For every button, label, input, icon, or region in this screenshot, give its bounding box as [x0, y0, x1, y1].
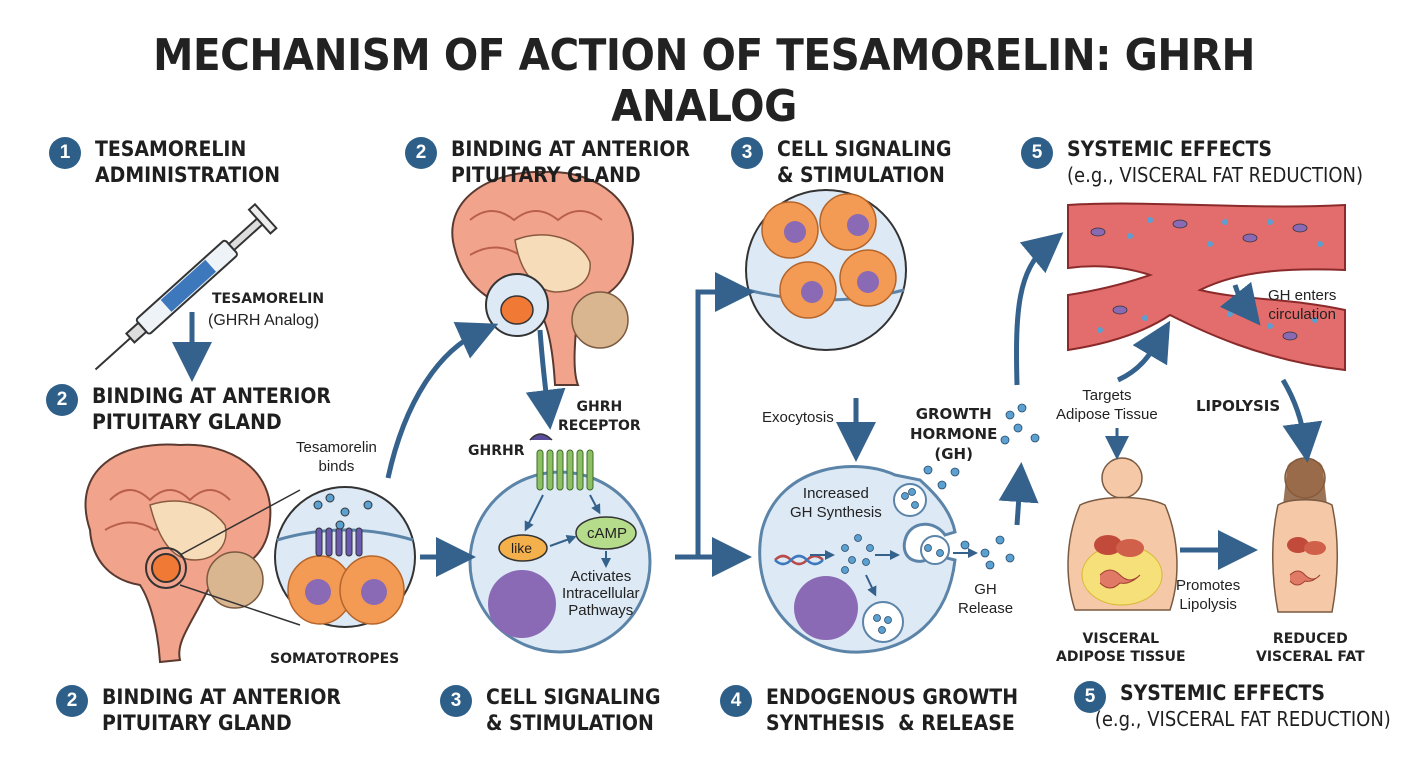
brain-illustration-top — [451, 170, 635, 386]
step-2-binding-top: 2 BINDING AT ANTERIOR PITUITARY GLAND — [405, 136, 717, 188]
step-1-administration: 1 TESAMORELIN ADMINISTRATION — [49, 136, 301, 188]
label-promotes-lipolysis: Promotes Lipolysis — [1176, 577, 1241, 613]
label-gh-release: GH Release — [958, 581, 1014, 617]
step-number-badge: 3 — [731, 137, 763, 169]
label-tesamorelin-binds: Tesamorelin binds — [296, 439, 377, 475]
step-number-badge: 2 — [56, 685, 88, 717]
step-title: BINDING AT ANTERIOR PITUITARY GLAND — [451, 137, 690, 187]
label-activates-pathways: Activates Intracellular Pathways — [562, 568, 640, 619]
step-title: CELL SIGNALING & STIMULATION — [486, 685, 661, 735]
label-like: like — [511, 540, 533, 556]
body-with-reduced-fat — [1271, 457, 1339, 613]
step-title: ENDOGENOUS GROWTH SYNTHESIS & RELEASE — [766, 685, 1019, 735]
step-title: TESAMORELIN ADMINISTRATION — [95, 137, 281, 187]
step-4-synthesis-bottom: 4 ENDOGENOUS GROWTH SYNTHESIS & RELEASE — [720, 684, 1046, 736]
flow-arrows — [172, 232, 1323, 577]
step-title: CELL SIGNALING & STIMULATION — [777, 137, 952, 187]
label-growth-hormone: GROWTH HORMONE (GH) — [910, 405, 998, 463]
somatotrope-cluster-circle — [745, 189, 907, 351]
label-gh-enters-circulation: GH enters circulation — [1268, 287, 1337, 323]
label-visceral-adipose-tissue: VISCERAL ADIPOSE TISSUE — [1056, 631, 1186, 665]
somatotrope-zoom-circle — [274, 486, 416, 628]
step-number-badge: 5 — [1021, 137, 1053, 169]
label-somatotropes: SOMATOTROPES — [270, 651, 400, 667]
step-2-binding-mid: 2 BINDING AT ANTERIOR PITUITARY GLAND — [46, 383, 358, 435]
label-tesamorelin: TESAMORELIN — [212, 291, 325, 307]
step-title: BINDING AT ANTERIOR PITUITARY GLAND — [102, 685, 341, 735]
label-ghrh-analog: (GHRH Analog) — [208, 312, 320, 329]
step-title-main: SYSTEMIC EFFECTS — [1067, 137, 1273, 161]
step-5-systemic-bottom: 5 SYSTEMIC EFFECTS (e.g., VISCERAL FAT R… — [1074, 680, 1408, 732]
step-title: SYSTEMIC EFFECTS (e.g., VISCERAL FAT RED… — [1067, 136, 1363, 188]
step-subtitle: (e.g., VISCERAL FAT REDUCTION) — [1067, 163, 1364, 187]
step-5-systemic-top: 5 SYSTEMIC EFFECTS (e.g., VISCERAL FAT R… — [1021, 136, 1396, 188]
secreting-cell — [758, 403, 1040, 654]
body-with-visceral-fat — [1067, 457, 1178, 611]
syringe-icon — [94, 202, 278, 371]
step-number-badge: 1 — [49, 137, 81, 169]
brain-illustration-left — [84, 443, 272, 664]
step-3-signaling-top: 3 CELL SIGNALING & STIMULATION — [731, 136, 971, 188]
step-number-badge: 4 — [720, 685, 752, 717]
step-number-badge: 2 — [405, 137, 437, 169]
step-number-badge: 2 — [46, 384, 78, 416]
label-camp: cAMP — [587, 525, 628, 542]
step-title: BINDING AT ANTERIOR PITUITARY GLAND — [92, 384, 331, 434]
step-subtitle: (e.g., VISCERAL FAT REDUCTION) — [1094, 707, 1391, 731]
label-ghrh-receptor: GHRH RECEPTOR — [558, 399, 641, 434]
label-ghrhr: GHRHR — [468, 443, 525, 459]
label-reduced-visceral-fat: REDUCED VISCERAL FAT — [1256, 631, 1365, 665]
step-title-main: SYSTEMIC EFFECTS — [1120, 681, 1326, 705]
signaling-cell — [468, 433, 652, 654]
step-number-badge: 3 — [440, 685, 472, 717]
step-3-signaling-bottom: 3 CELL SIGNALING & STIMULATION — [440, 684, 680, 736]
page-title: MECHANISM OF ACTION OF TESAMORELIN: GHRH… — [153, 30, 1255, 132]
label-lipolysis: LIPOLYSIS — [1196, 397, 1281, 415]
step-2-binding-bottom: 2 BINDING AT ANTERIOR PITUITARY GLAND — [56, 684, 368, 736]
label-targets-adipose: Targets Adipose Tissue — [1056, 387, 1158, 423]
step-title: SYSTEMIC EFFECTS (e.g., VISCERAL FAT RED… — [1095, 680, 1391, 732]
label-exocytosis: Exocytosis — [762, 409, 834, 426]
label-increased-gh-synthesis: Increased GH Synthesis — [790, 485, 882, 521]
step-number-badge: 5 — [1074, 681, 1106, 713]
